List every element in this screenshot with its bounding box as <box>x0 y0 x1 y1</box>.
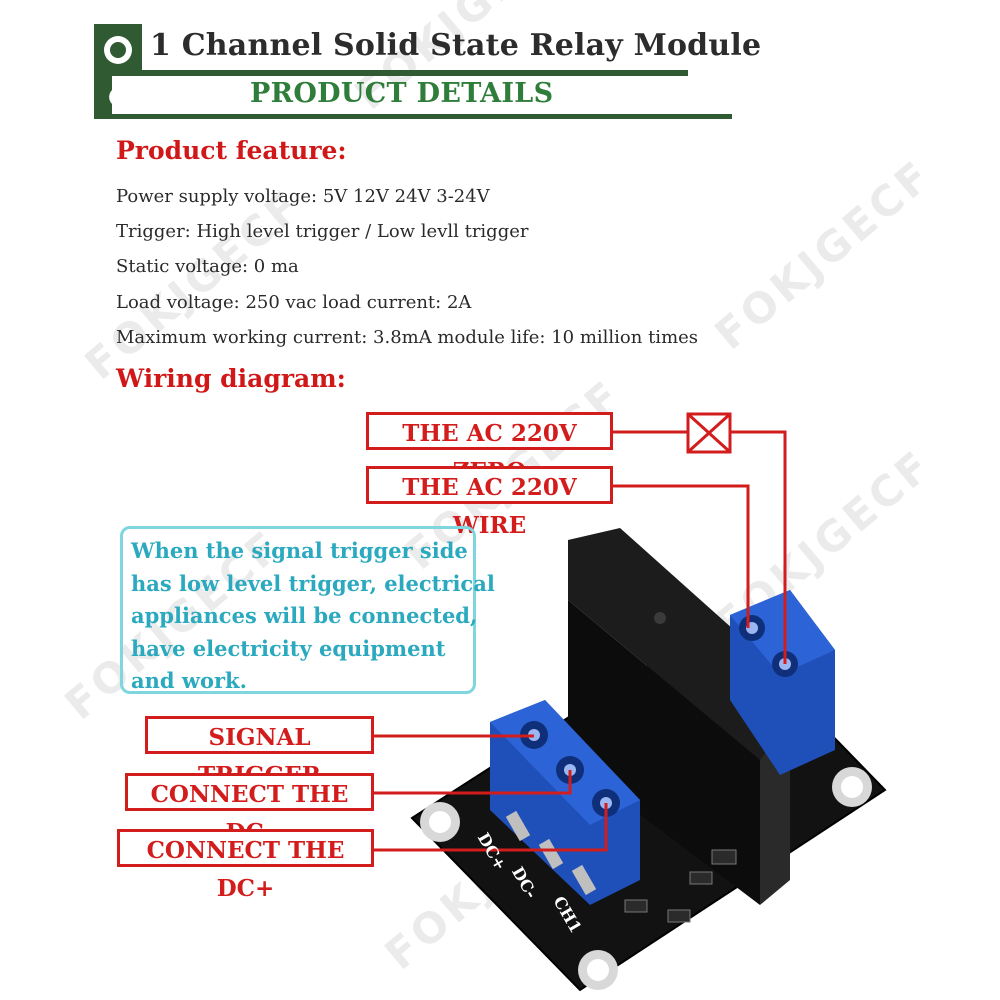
feature-item: Load voltage: 250 vac load current: 2A <box>116 292 472 313</box>
feature-item: Static voltage: 0 ma <box>116 256 299 277</box>
feature-item: Trigger: High level trigger / Low levll … <box>116 221 529 242</box>
header-decoration <box>94 24 732 119</box>
feature-item: Maximum working current: 3.8mA module li… <box>116 327 699 348</box>
note-line: and work. <box>131 668 247 693</box>
label-ac-wire: THE AC 220V WIRE <box>366 466 613 539</box>
note-line: has low level trigger, electrical <box>131 570 495 596</box>
feature-item: Power supply voltage: 5V 12V 24V 3-24V <box>116 186 490 207</box>
note-line: appliances will be connected, <box>131 603 478 628</box>
watermark: FOKJGECF <box>705 149 942 360</box>
label-ac-zero: THE AC 220V ZERO <box>366 412 613 485</box>
label-connect-dc-plus: CONNECT THE DC+ <box>117 829 374 902</box>
page-subtitle: PRODUCT DETAILS <box>250 78 554 109</box>
label-connect-dc-minus: CONNECT THE DC- <box>125 773 374 846</box>
note-line: have electricity equipment <box>131 635 446 661</box>
page-title: 1 Channel Solid State Relay Module <box>150 28 762 63</box>
features-heading: Product feature: <box>116 136 347 165</box>
trigger-note: When the signal trigger side has low lev… <box>120 526 495 694</box>
relay-module-illustration <box>373 412 887 992</box>
note-line: When the signal trigger side <box>131 538 468 563</box>
watermark: FOKJGECF <box>75 179 312 390</box>
label-signal-trigger: SIGNAL TRIGGER <box>145 716 374 789</box>
wiring-heading: Wiring diagram: <box>116 364 346 393</box>
